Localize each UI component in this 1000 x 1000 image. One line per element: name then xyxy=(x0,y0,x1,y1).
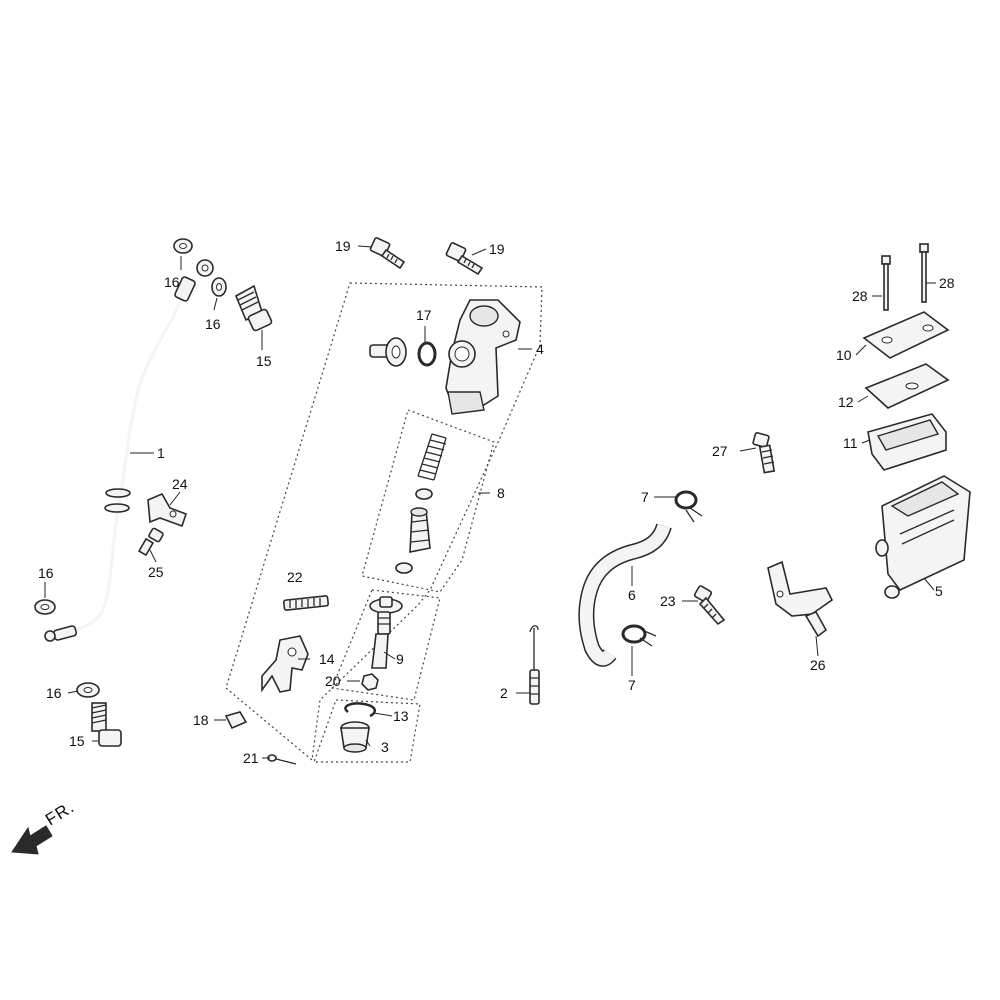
callout-28-a: 28 xyxy=(852,288,868,304)
piston-spring xyxy=(417,433,447,481)
hose-clip-7-b xyxy=(621,624,657,647)
circlip-13 xyxy=(344,702,377,718)
group-outline-8 xyxy=(361,409,495,593)
callout-16-b: 16 xyxy=(205,316,221,332)
callout-19-a: 19 xyxy=(335,238,351,254)
callout-24: 24 xyxy=(172,476,188,492)
bolt-25 xyxy=(137,527,164,557)
master-cylinder-holder xyxy=(261,635,309,693)
piston-cup-small xyxy=(415,488,433,500)
hose-guide-bracket xyxy=(147,492,188,528)
callout-7-b: 7 xyxy=(628,677,636,693)
callout-10: 10 xyxy=(836,347,852,363)
fluid-reservoir-5 xyxy=(875,475,971,599)
front-direction-label: FR. xyxy=(42,797,78,829)
callout-2: 2 xyxy=(500,685,508,701)
piston-assembly xyxy=(409,507,431,553)
callout-6: 6 xyxy=(628,587,636,603)
callout-14: 14 xyxy=(319,651,335,667)
callout-15-b: 15 xyxy=(69,733,85,749)
sealing-washer-16-a xyxy=(173,238,193,254)
piston-seal xyxy=(395,562,413,574)
callout-7-a: 7 xyxy=(641,489,649,505)
hose-joint-fitting xyxy=(369,337,407,367)
callout-27: 27 xyxy=(712,443,728,459)
callout-9: 9 xyxy=(396,651,404,667)
callout-19-b: 19 xyxy=(489,241,505,257)
sealing-washer-16-d xyxy=(76,682,100,698)
leader-lines xyxy=(44,245,936,759)
callout-8: 8 xyxy=(497,485,505,501)
callout-17: 17 xyxy=(416,307,432,323)
callout-13: 13 xyxy=(393,708,409,724)
callout-1: 1 xyxy=(157,445,165,461)
callout-15-a: 15 xyxy=(256,353,272,369)
callout-25: 25 xyxy=(148,564,164,580)
callout-20: 20 xyxy=(325,673,341,689)
bolt-19-a xyxy=(369,237,406,270)
callout-3: 3 xyxy=(381,739,389,755)
callout-labels: 1 2 3 4 5 6 7 7 8 9 10 11 12 13 14 15 15… xyxy=(38,238,955,766)
callout-16-d: 16 xyxy=(46,685,62,701)
callout-4: 4 xyxy=(536,341,544,357)
callout-26: 26 xyxy=(810,657,826,673)
callout-16-a: 16 xyxy=(164,274,180,290)
callout-5: 5 xyxy=(935,583,943,599)
brake-light-switch xyxy=(529,625,540,705)
callout-12: 12 xyxy=(838,394,854,410)
push-rod xyxy=(369,596,403,669)
cap-18 xyxy=(224,711,248,730)
brake-hose xyxy=(44,259,214,642)
diaphragm-11 xyxy=(867,413,947,471)
callout-28-b: 28 xyxy=(939,275,955,291)
spring-pin-22 xyxy=(282,595,330,611)
group-outline-4 xyxy=(225,282,543,762)
reservoir-screw-28-a xyxy=(881,255,891,311)
bolt-23 xyxy=(693,585,726,626)
callout-11: 11 xyxy=(843,435,858,451)
banjo-bolt-15-b xyxy=(91,702,122,747)
cotter-pin-21 xyxy=(267,754,297,765)
sealing-washer-16-c xyxy=(34,599,56,615)
arrow-left-icon xyxy=(11,825,53,855)
nut-20 xyxy=(361,673,379,691)
callout-16-c: 16 xyxy=(38,565,54,581)
reservoir-screw-28-b xyxy=(919,243,929,303)
group-outline-9 xyxy=(331,589,441,701)
bolt-27 xyxy=(752,432,776,474)
group-outline-3 xyxy=(313,699,421,763)
callout-23: 23 xyxy=(660,593,676,609)
callout-18: 18 xyxy=(193,712,209,728)
front-direction-arrow: FR. xyxy=(11,797,78,855)
hose-clip-7-a xyxy=(674,490,703,523)
callout-21: 21 xyxy=(243,750,259,766)
banjo-bolt-15-a xyxy=(234,284,273,332)
reservoir-cap-10 xyxy=(862,311,950,359)
sealing-washer-16-b xyxy=(211,277,227,297)
callout-22: 22 xyxy=(287,569,303,585)
diaphragm-plate-12 xyxy=(864,363,950,409)
dust-boot-3 xyxy=(340,721,370,753)
o-ring-17 xyxy=(417,341,437,367)
master-cylinder-body xyxy=(445,299,521,415)
bolt-19-b xyxy=(445,242,484,276)
reservoir-stay-bracket xyxy=(767,560,834,638)
reservoir-hose xyxy=(578,523,672,667)
